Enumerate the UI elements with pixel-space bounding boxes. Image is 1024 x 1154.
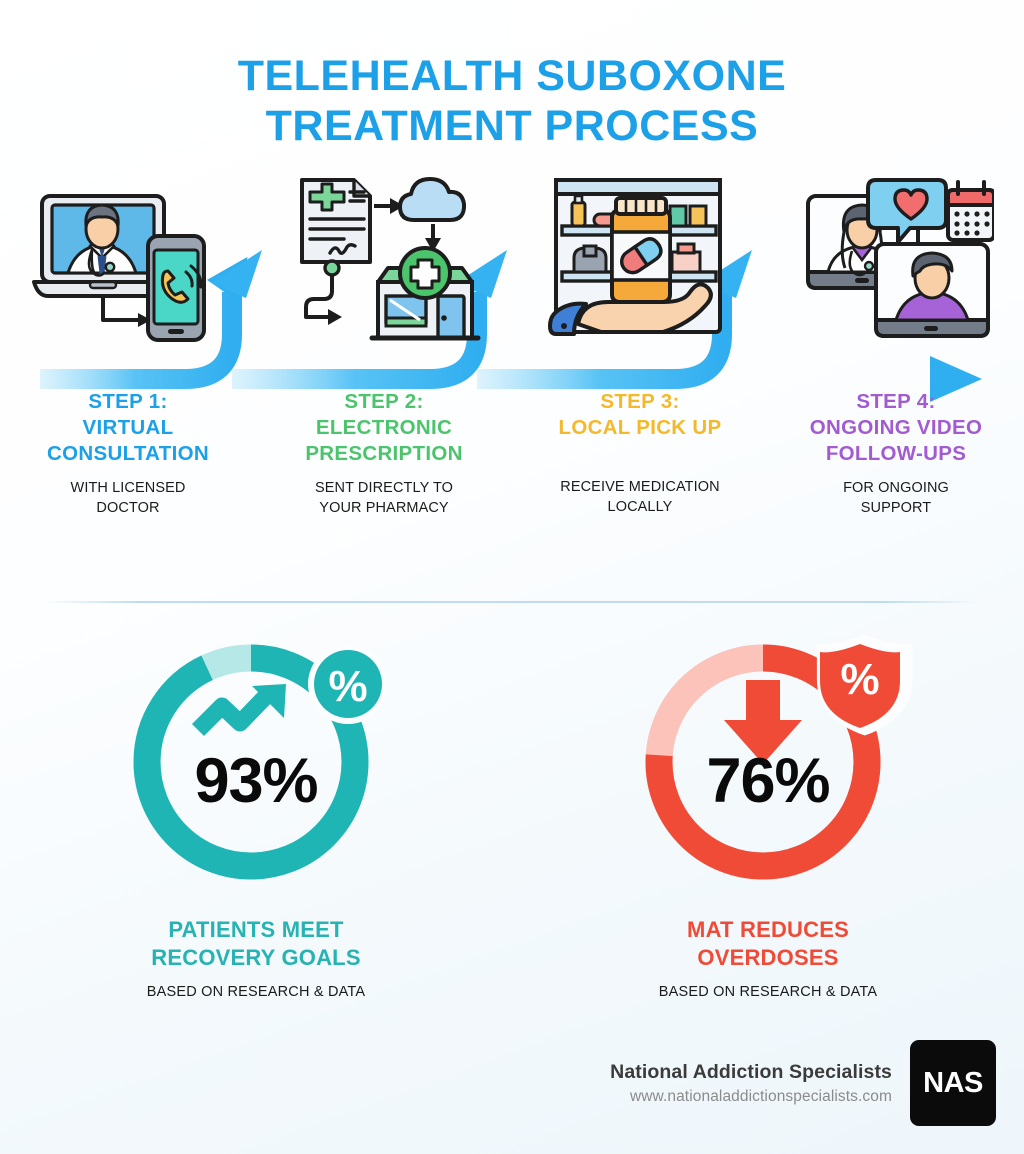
step-2-icon-cell	[256, 174, 512, 354]
step-4-icon-cell	[768, 174, 1024, 354]
stat-93-source: BASED ON RESEARCH & DATA	[146, 984, 366, 1001]
step-4-subtitle: FOR ONGOING SUPPORT	[843, 480, 949, 517]
donut-chart-76: %	[645, 634, 913, 880]
footer-text-block: National Addiction Specialists www.natio…	[610, 1061, 892, 1106]
stat-recovery-goals: % 93% PATIENTS MEET RECOVERY GOALS BASED…	[0, 622, 512, 1000]
step-3-title: STEP 3: LOCAL PICK UP	[558, 389, 722, 439]
footer: National Addiction Specialists www.natio…	[0, 1040, 1024, 1126]
step-4-title: STEP 4: ONGOING VIDEO FOLLOW-UPS	[809, 389, 983, 466]
stat-76-title: MAT REDUCES OVERDOSES	[687, 917, 849, 970]
brand-name: National Addiction Specialists	[610, 1060, 892, 1083]
stat-76-source: BASED ON RESEARCH & DATA	[658, 984, 878, 1001]
step-2-title: STEP 2: ELECTRONIC PRESCRIPTION	[305, 389, 463, 466]
stat-76-value: 76%	[706, 746, 830, 816]
laptop-doctor-phone-icon	[32, 193, 206, 342]
page-title-line-2: TREATMENT PROCESS	[265, 101, 759, 150]
percent-symbol-teal: %	[328, 662, 367, 711]
step-1-icon-cell	[0, 174, 256, 354]
page-title-line-1: TELEHEALTH SUBOXONE	[237, 52, 787, 100]
statistics-section: % 93% PATIENTS MEET RECOVERY GOALS BASED…	[0, 622, 1024, 1000]
brand-website-url[interactable]: www.nationaladdictionspecialists.com	[629, 1087, 892, 1105]
step-4-label: STEP 4: ONGOING VIDEO FOLLOW-UPS FOR ONG…	[768, 389, 1024, 519]
nas-logo-text: NAS	[923, 1066, 983, 1099]
step-3-subtitle: RECEIVE MEDICATION LOCALLY	[560, 479, 720, 516]
stat-93-value: 93%	[194, 746, 318, 816]
page-title: TELEHEALTH SUBOXONE TREATMENT PROCESS	[0, 0, 1024, 152]
step-2-subtitle: SENT DIRECTLY TO YOUR PHARMACY	[314, 480, 454, 517]
step-icons-row	[0, 174, 1024, 354]
step-1-subtitle: WITH LICENSED DOCTOR	[70, 480, 186, 517]
step-3-icon-cell	[512, 174, 768, 354]
percent-symbol-red: %	[840, 655, 879, 704]
hand-pill-bottle-shelf-icon	[548, 177, 722, 336]
donut-76-container: % 76%	[618, 622, 918, 912]
step-2-label: STEP 2: ELECTRONIC PRESCRIPTION SENT DIR…	[256, 389, 512, 519]
nas-logo: NAS	[910, 1040, 996, 1126]
prescription-cloud-pharmacy-icon	[300, 176, 481, 341]
section-divider	[45, 601, 979, 603]
video-followup-calendar-icon	[806, 177, 994, 338]
step-labels-row: STEP 1: VIRTUAL CONSULTATION WITH LICENS…	[0, 389, 1024, 519]
stat-mat-reduces-overdoses: % 76% MAT REDUCES OVERDOSES BASED ON RES…	[512, 622, 1024, 1000]
donut-93-container: % 93%	[106, 622, 406, 912]
step-3-label: STEP 3: LOCAL PICK UP RECEIVE MEDICATION…	[512, 389, 768, 519]
process-steps-section: STEP 1: VIRTUAL CONSULTATION WITH LICENS…	[0, 174, 1024, 544]
stat-93-title: PATIENTS MEET RECOVERY GOALS	[151, 917, 361, 970]
step-1-title: STEP 1: VIRTUAL CONSULTATION	[47, 389, 209, 466]
donut-chart-93: %	[133, 644, 388, 880]
step-1-label: STEP 1: VIRTUAL CONSULTATION WITH LICENS…	[0, 389, 256, 519]
